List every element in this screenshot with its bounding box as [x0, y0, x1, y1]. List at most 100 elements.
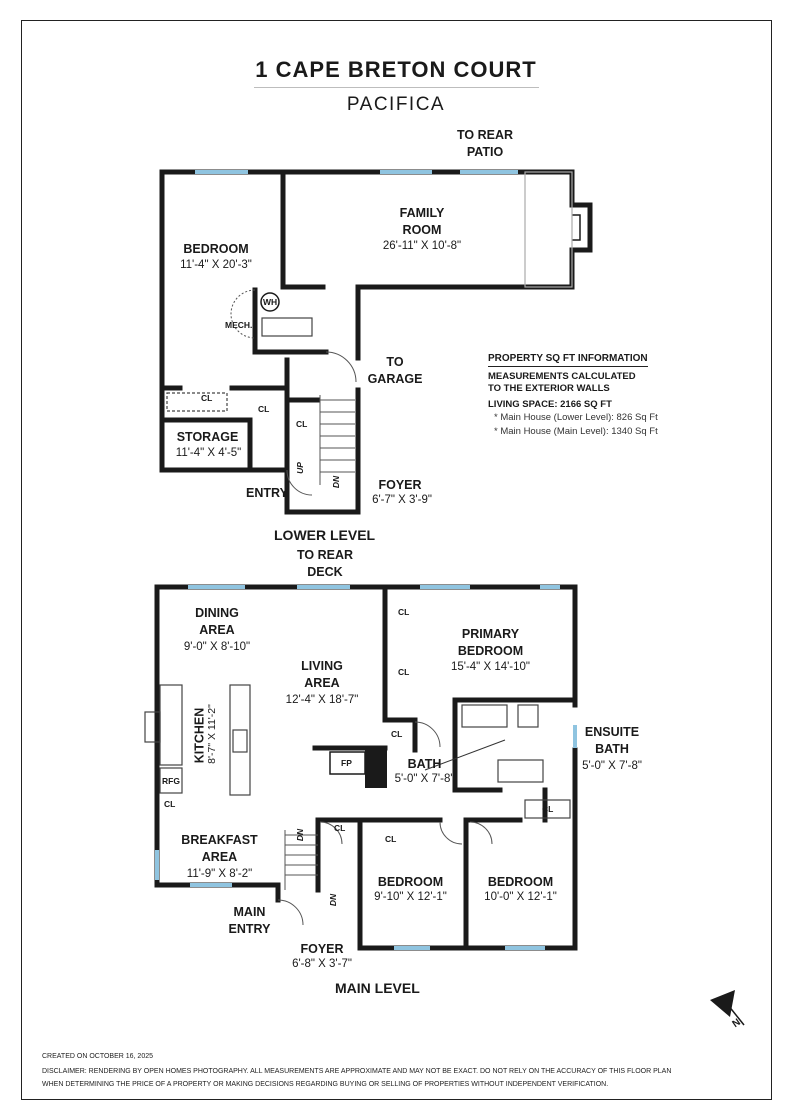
lower-right-wall	[355, 247, 575, 361]
door-swing	[325, 351, 357, 383]
refrigerator-label: RFG	[162, 776, 180, 786]
main-level-title: MAIN LEVEL	[335, 980, 420, 996]
family-room-dim: 26'-11" X 10'-8"	[382, 240, 462, 252]
ensuite-sink	[517, 704, 539, 728]
hall-wall	[315, 787, 548, 823]
mech-wall	[252, 287, 329, 355]
main-foyer-label: FOYER	[300, 942, 344, 956]
bedroom3-dim: 10'-0" X 12'-1"	[484, 891, 557, 903]
bedroom3-label: BEDROOM	[487, 875, 554, 889]
kitchen-dim: 8'-7" X 11'-2"	[206, 704, 218, 764]
lower-foyer-dim: 6'-7" X 3'-9"	[372, 494, 432, 506]
stair-down-label: DN	[295, 828, 306, 842]
closet-shelf	[166, 392, 228, 412]
door-swing	[286, 469, 313, 496]
entry-label: ENTRY	[246, 486, 288, 500]
ensuite-bath-dim: 5'-0" X 7'-8"	[582, 760, 642, 772]
page-frame	[21, 20, 772, 1100]
sq-ft-lower-item: * Main House (Lower Level): 826 Sq Ft	[494, 412, 658, 423]
door-swing	[277, 899, 304, 926]
stair-up-label: UP	[294, 462, 305, 474]
calc-note-2: TO THE EXTERIOR WALLS	[488, 383, 610, 394]
stair-hall-wall	[284, 357, 361, 515]
lower-bedroom-label: BEDROOM	[183, 242, 249, 256]
main-top	[154, 584, 578, 708]
bedroom2-label: BEDROOM	[377, 875, 444, 889]
mech-unit	[261, 317, 313, 337]
bath-label: BATH	[407, 757, 442, 771]
cooktop	[232, 729, 248, 753]
property-title: 1 CAPE BRETON COURT	[255, 57, 537, 82]
sq-ft-main-item: * Main House (Main Level): 1340 Sq Ft	[494, 426, 658, 437]
closet-label: CL	[398, 667, 410, 677]
closet-label: CL	[542, 804, 554, 814]
stair-down-label: DN	[328, 893, 339, 907]
dining-area-dim: 9'-0" X 8'-10"	[183, 641, 251, 653]
storage-wall	[159, 417, 253, 473]
sq-ft-info-title: PROPERTY SQ FT INFORMATION	[488, 353, 648, 367]
closet-label: CL	[385, 834, 397, 844]
family-divider	[280, 169, 326, 290]
family-hearth-area	[524, 171, 573, 288]
living-area-dim: 12'-4" X 18'-7"	[285, 694, 359, 706]
door-swing	[469, 821, 493, 845]
property-city: PACIFICA	[346, 94, 446, 115]
title-divider	[254, 87, 539, 88]
main-outer-left	[154, 584, 281, 888]
main-foyer-dim: 6'-8" X 3'-7"	[292, 958, 352, 970]
closet-label: CL	[296, 419, 308, 429]
kitchen-counter	[159, 684, 183, 766]
closet-label: CL	[334, 823, 346, 833]
bath-tub	[497, 759, 544, 783]
lower-level-title: LOWER LEVEL	[274, 527, 376, 543]
north-arrow-icon	[710, 990, 745, 1026]
breakfast-area-dim: 11'-9" X 8'-2"	[186, 868, 253, 880]
disclaimer-line1: DISCLAIMER: RENDERING BY OPEN HOMES PHOT…	[42, 1068, 672, 1075]
kitchen-window-sink	[144, 711, 161, 743]
lower-outer-wall	[159, 169, 290, 473]
stair-down-label: DN	[331, 475, 342, 489]
lower-bedroom-dim: 11'-4" X 20'-3"	[180, 259, 252, 271]
lower-chimney	[572, 202, 593, 253]
primary-bedroom-dim: 15'-4" X 14'-10"	[450, 661, 531, 673]
bedroom2-dim: 9'-10" X 12'-1"	[374, 891, 447, 903]
fireplace-hearth	[329, 751, 366, 775]
hall-closet-bed3	[524, 799, 571, 819]
closet-label: CL	[164, 799, 176, 809]
storage-dim: 11'-4" X 4'-5"	[175, 447, 242, 459]
ensuite-tub	[461, 704, 508, 728]
closet-label: CL	[201, 393, 213, 403]
refrigerator	[159, 767, 183, 794]
bath-wall	[452, 697, 578, 793]
closet-label: CL	[391, 729, 403, 739]
disclaimer-line2: WHEN DETERMINING THE PRICE OF A PROPERTY…	[42, 1081, 609, 1088]
calc-note-1: MEASUREMENTS CALCULATED	[488, 371, 636, 382]
bath-dim: 5'-0" X 7'-8"	[394, 773, 455, 785]
living-space: LIVING SPACE: 2166 SQ FT	[488, 399, 612, 410]
kitchen-island	[229, 684, 251, 796]
fireplace-block	[365, 750, 387, 788]
door-swing	[319, 821, 343, 845]
closet-label: CL	[398, 607, 410, 617]
fireplace-label: FP	[341, 758, 352, 768]
door-swing	[439, 821, 463, 845]
water-heater-icon	[260, 292, 280, 312]
door-swing	[414, 721, 441, 748]
sq-ft-info-panel: PROPERTY SQ FT INFORMATION MEASUREMENTS …	[488, 348, 678, 439]
lower-top-wall	[159, 169, 575, 208]
storage-label: STORAGE	[176, 430, 239, 444]
primary-closet-wall	[382, 717, 418, 753]
created-date: CREATED ON OCTOBER 16, 2025	[42, 1053, 153, 1060]
mech-label: MECH.	[225, 320, 253, 330]
